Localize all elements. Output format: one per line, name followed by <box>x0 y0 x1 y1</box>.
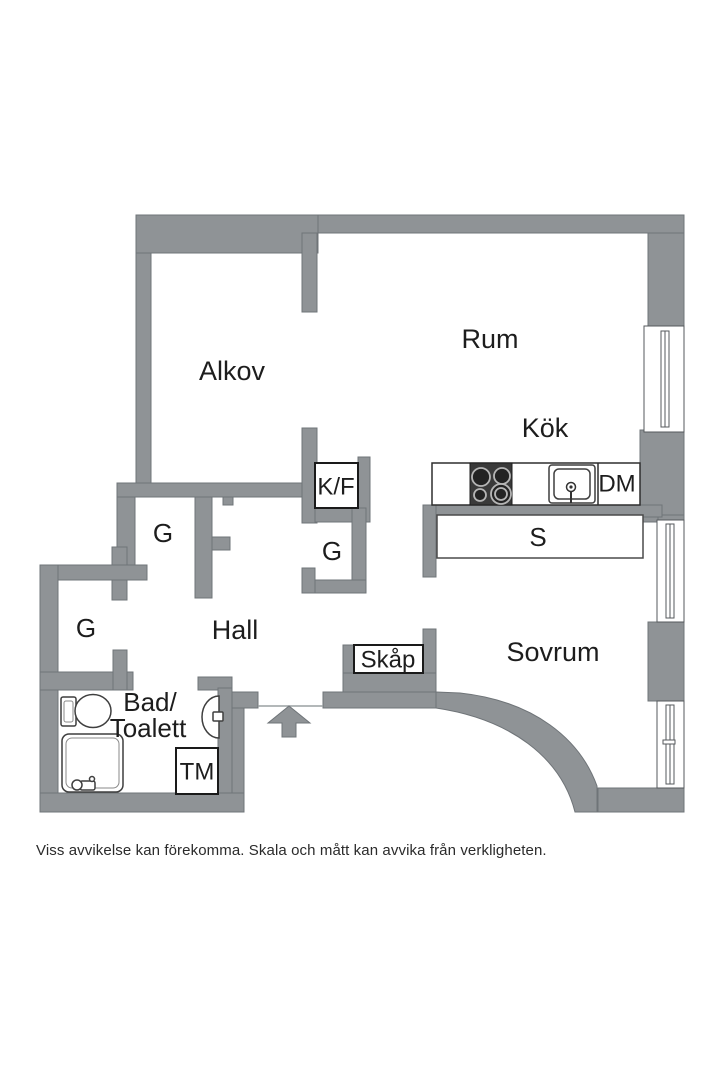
wall-segment <box>317 214 685 234</box>
counter-outline <box>431 462 641 506</box>
window-pane <box>669 523 675 619</box>
wall-segment <box>211 536 231 551</box>
burner <box>490 483 512 505</box>
kf-cabinet-box <box>314 462 359 509</box>
skap-box <box>353 644 424 674</box>
wall-segment <box>301 567 316 594</box>
wall-pier <box>647 621 685 702</box>
room-label-kok: Kök <box>522 413 569 443</box>
wall-segment <box>222 496 234 506</box>
window-pane <box>660 330 666 428</box>
wall-segment <box>301 232 318 313</box>
wall-segment <box>39 671 134 691</box>
closet-label-s: S <box>529 522 546 552</box>
wall-segment <box>194 496 213 599</box>
washbasin <box>201 695 220 739</box>
burner <box>493 467 511 485</box>
window-pane <box>665 523 671 619</box>
burner <box>473 488 487 502</box>
room-label-rum: Rum <box>461 324 518 354</box>
room-label-hall: Hall <box>212 615 259 645</box>
window-pane <box>664 330 670 428</box>
windows <box>643 325 685 789</box>
wall-segment <box>116 482 318 498</box>
disclaimer-text: Viss avvikelse kan förekomma. Skala och … <box>36 842 547 859</box>
closet-label-kf: K/F <box>317 474 354 501</box>
wall-segment <box>135 252 152 484</box>
s-wardrobe-box <box>436 514 644 559</box>
wall-segment <box>422 504 437 578</box>
room-label-toalett: Toalett <box>110 713 187 743</box>
closet-label-g-top: G <box>153 518 173 548</box>
room-labels: Alkov Rum Kök Hall Sovrum Bad/ Toalett K… <box>76 324 636 786</box>
washbasin-faucet <box>212 711 224 722</box>
appliance-label-tm: TM <box>180 759 215 786</box>
closet-label-skap: Skåp <box>361 647 416 674</box>
wall-segment <box>135 214 319 254</box>
wall-segment <box>322 691 437 709</box>
wall-segment <box>597 787 685 813</box>
toilet-tank-lid <box>63 700 74 723</box>
wall-segment <box>647 232 685 329</box>
wall-segment <box>231 707 245 794</box>
wall-curved-segment <box>435 691 598 813</box>
wall-segment <box>112 649 128 691</box>
room-label-alkov: Alkov <box>199 356 266 386</box>
shower-knob <box>88 775 96 783</box>
faucet-dot <box>569 485 573 489</box>
room-label-sovrum: Sovrum <box>506 637 599 667</box>
wall-segment <box>197 676 233 691</box>
closet-label-g-middle: G <box>322 536 342 566</box>
burner <box>471 467 491 487</box>
bathroom-fixtures <box>60 693 224 793</box>
kitchen-counter <box>431 462 641 506</box>
wall-segment <box>231 691 259 709</box>
entry-arrow-icon <box>266 705 312 738</box>
wall-segment <box>39 792 245 813</box>
stove-burners <box>471 467 512 505</box>
burner-inner-ring <box>494 487 508 501</box>
walls <box>39 214 685 813</box>
window-rail <box>662 739 676 745</box>
shower-drain <box>71 779 83 791</box>
closet-label-g-left: G <box>76 613 96 643</box>
shower <box>61 733 124 793</box>
wall-segment <box>217 687 233 794</box>
appliance-label-dm: DM <box>598 471 635 498</box>
room-label-bad: Bad/ <box>123 687 177 717</box>
wall-segment <box>342 672 437 693</box>
tm-washer-box <box>175 747 219 795</box>
toilet-bowl <box>74 693 112 729</box>
